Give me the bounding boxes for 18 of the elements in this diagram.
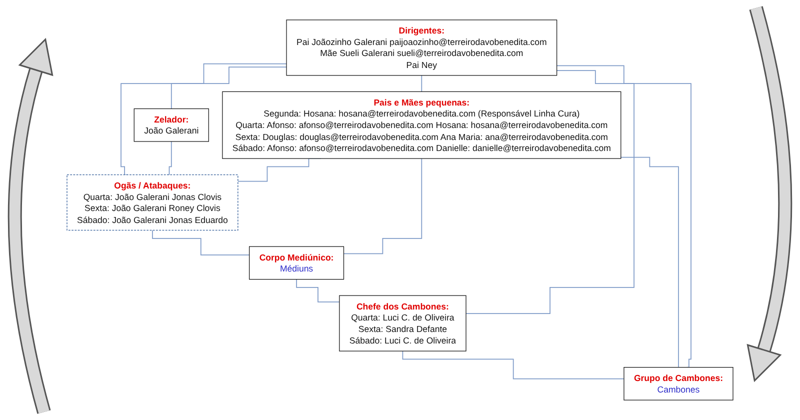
node-box: Chefe dos Cambones: Quarta: Luci C. de Oliveira Sexta: Sandra Defante Sábado: Luci C. de Oliveira [339, 295, 466, 352]
connector [466, 70, 634, 314]
connector [166, 141, 172, 176]
node-box: Pais e Mães pequenas: Segunda: Hosana: hosana@terreirodavobenedita.com (Responsável Linha Cura) Quarta: Afonso: afonso@terreirodavobenedita.com Hosana: hosana@terreirodavobenedita.com Sexta: Douglas: douglas@terreirodavobenedita.com Ana Maria: ana@terreirodavobenedita.com Sábado: Afonso: afonso@terreirodavobenedita.com Danielle: danielle@terreirodavobenedita.com [222, 91, 622, 159]
connector [152, 230, 250, 256]
node-box: Zelador: João Galerani [134, 108, 209, 142]
node-box: Grupo de Cambones: Cambones [624, 367, 734, 400]
connector [421, 74, 422, 92]
connector [170, 66, 287, 110]
node-box: Corpo Mediúnico: Médiuns [249, 246, 344, 280]
connector [556, 65, 692, 368]
connector [120, 63, 287, 176]
connector [620, 156, 679, 368]
node-box: Dirigentes: Pai Joãozinho Galerani paijoaozinho@terreirodavobenedita.com Mãe Sueli Galerani sueli@terreirodavobenedita.com Pai Ney [286, 20, 558, 76]
node-box: Ogãs / Atabaques: Quarta: João Galerani Jonas Clovis Sexta: João Galerani Roney Clovis Sábado: João Galerani Jonas Eduardo [66, 174, 238, 231]
connector [343, 158, 422, 254]
connector [296, 278, 340, 302]
connector [402, 350, 624, 380]
